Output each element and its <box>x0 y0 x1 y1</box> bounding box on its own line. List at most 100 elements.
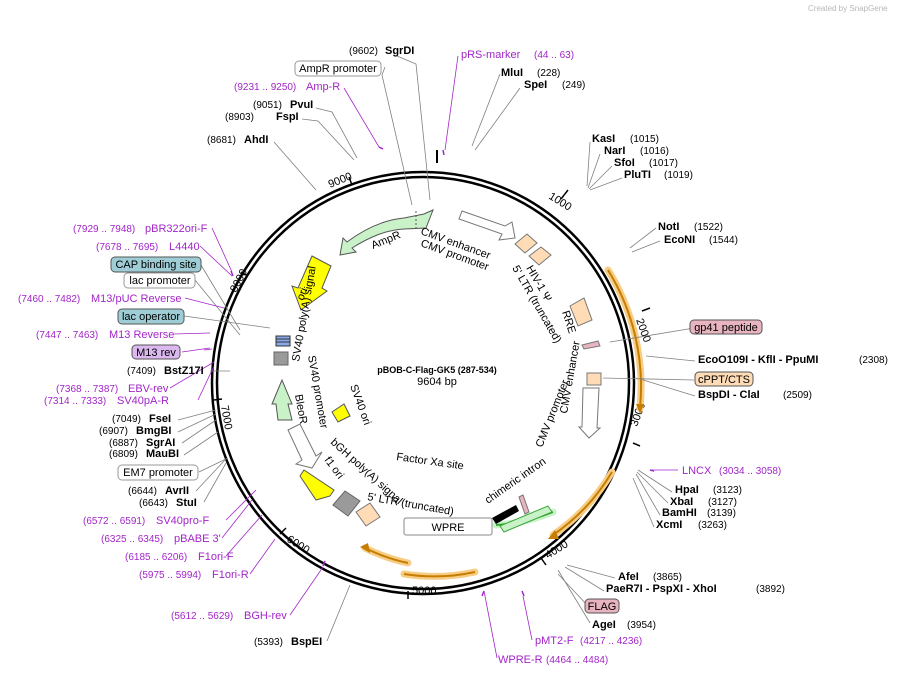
tick-label: 4000 <box>543 538 570 561</box>
site-pos: (228) <box>537 68 560 79</box>
plasmid-name: pBOB-C-Flag-GK5 (287-534) <box>377 365 497 375</box>
site-pos: (7409) <box>127 366 156 377</box>
label-flag: FLAG <box>588 601 617 613</box>
primer-pos: (7929 .. 7948) <box>73 224 135 235</box>
site-pos: (9051) <box>253 100 282 111</box>
site-spei: SpeI <box>524 79 547 91</box>
tick-label: 5000 <box>412 585 436 597</box>
primer-m13-reverse: M13 Reverse <box>109 329 174 341</box>
primer-sv40pro-f: SV40pro-F <box>156 515 209 527</box>
site-xcmi: XcmI <box>656 519 682 531</box>
primer-ticks <box>230 146 655 597</box>
primer-pos: (6325 .. 6345) <box>101 534 163 545</box>
feature-chimeric-intron: chimeric intron <box>483 456 548 507</box>
site-bspei: BspEI <box>291 636 322 648</box>
primer-ebv-rev: EBV-rev <box>128 383 169 395</box>
feature-f1-ori: f1 ori <box>322 455 346 482</box>
site-ahdi: AhdI <box>244 134 268 146</box>
site-pos: (3127) <box>708 497 737 508</box>
site-sgrdi: SgrDI <box>385 45 414 57</box>
site-pos: (1017) <box>649 158 678 169</box>
site-avrii: AvrII <box>165 485 189 497</box>
primer-prs-marker: pRS-marker <box>461 49 521 61</box>
site-maubi: MauBI <box>146 448 179 460</box>
primer-wpre-r: WPRE-R <box>498 654 543 666</box>
label-gp41-peptide: gp41 peptide <box>694 322 758 334</box>
primer-amp-r: Amp-R <box>306 81 340 93</box>
site-fspi: FspI <box>276 111 299 123</box>
site-pos: (6643) <box>139 498 168 509</box>
primer-lncx: LNCX <box>682 465 712 477</box>
primer-pbabe-3: pBABE 3' <box>174 533 221 545</box>
primer-pos: (44 .. 63) <box>534 50 574 61</box>
site-pos: (3139) <box>707 508 736 519</box>
site-pos: (3263) <box>698 520 727 531</box>
primer-f1ori-f: F1ori-F <box>198 551 234 563</box>
snapgene-logo: Created by SnapGene <box>808 4 888 13</box>
site-pos: (1019) <box>664 170 693 181</box>
wpre-label: WPRE <box>432 522 465 534</box>
wpre-box <box>403 517 493 536</box>
primer-pos: (6185 .. 6206) <box>125 552 187 563</box>
site-pos: (1522) <box>694 222 723 233</box>
site-pos: (7049) <box>112 414 141 425</box>
site-pos: (3954) <box>627 620 656 631</box>
site-pos: (8903) <box>225 112 254 123</box>
credit-text: Created by SnapGene <box>808 4 888 13</box>
label-cppt-cts: cPPT/CTS <box>698 374 750 386</box>
primer-pos: (7460 .. 7482) <box>18 294 80 305</box>
feature-sv40-polya: SV40 poly(A) signal <box>290 265 319 362</box>
primer-l4440: L4440 <box>169 241 200 253</box>
site-nari: NarI <box>604 145 625 157</box>
primer-pos: (4464 .. 4484) <box>546 655 608 666</box>
site-bstz17i: BstZ17I <box>164 365 204 377</box>
label-cap-binding-site: CAP binding site <box>115 259 196 271</box>
backbone-inner <box>215 175 631 591</box>
site-hpai: HpaI <box>675 484 699 496</box>
primer-pbr322ori-f: pBR322ori-F <box>145 223 208 235</box>
site-econi: EcoNI <box>664 234 695 246</box>
site-pos: (5393) <box>254 637 283 648</box>
site-bmgbi: BmgBI <box>136 425 171 437</box>
site-pos: (1015) <box>630 134 659 145</box>
primer-labels: pRS-marker (44 .. 63) (9231 .. 9250) Amp… <box>18 49 781 666</box>
primer-pos: (7447 .. 7463) <box>36 330 98 341</box>
site-sgrai: SgrAI <box>146 437 175 449</box>
plasmid-size: 9604 bp <box>417 376 457 388</box>
site-eco0109i: EcoO109I - KflI - PpuMI <box>698 354 818 366</box>
site-mlui: MluI <box>501 67 523 79</box>
site-pos: (9602) <box>349 46 378 57</box>
primer-f1ori-r: F1ori-R <box>212 569 249 581</box>
site-paer7i: PaeR7I - PspXI - XhoI <box>606 583 717 595</box>
feature-ori: ori <box>295 286 311 302</box>
site-pos: (3892) <box>756 584 785 595</box>
site-pos: (6907) <box>99 426 128 437</box>
primer-pos: (7368 .. 7387) <box>56 384 118 395</box>
label-lac-promoter: lac promoter <box>129 275 190 287</box>
site-pos: (8681) <box>207 135 236 146</box>
feature-factor-xa: Factor Xa site <box>396 451 465 472</box>
tick-label: 1000 <box>546 190 573 213</box>
backbone-outer <box>210 170 636 596</box>
site-xbai: XbaI <box>670 496 693 508</box>
label-ampr-promoter: AmpR promoter <box>299 63 377 75</box>
restriction-site-labels: (9602) SgrDI MluI (228) SpeI (249) (9051… <box>99 45 888 648</box>
site-noti: NotI <box>658 221 679 233</box>
primer-pos: (4217 .. 4236) <box>580 636 642 647</box>
label-lac-operator: lac operator <box>122 311 180 323</box>
site-pos: (2509) <box>783 390 812 401</box>
site-kasi: KasI <box>592 133 615 145</box>
feature-5ltr-bottom: 5' LTR (truncated) <box>366 491 454 518</box>
site-pos: (6644) <box>128 486 157 497</box>
tick-label: 7000 <box>218 404 234 430</box>
primer-pos: (7314 .. 7333) <box>44 396 106 407</box>
site-bamhi: BamHI <box>662 507 697 519</box>
site-pos: (249) <box>562 80 585 91</box>
primer-pos: (7678 .. 7695) <box>96 242 158 253</box>
site-pluti: PluTI <box>624 169 651 181</box>
site-agei: AgeI <box>592 619 616 631</box>
label-em7-promoter: EM7 promoter <box>123 467 193 479</box>
primer-pos: (5612 .. 5629) <box>171 611 233 622</box>
site-pos: (1016) <box>640 146 669 157</box>
